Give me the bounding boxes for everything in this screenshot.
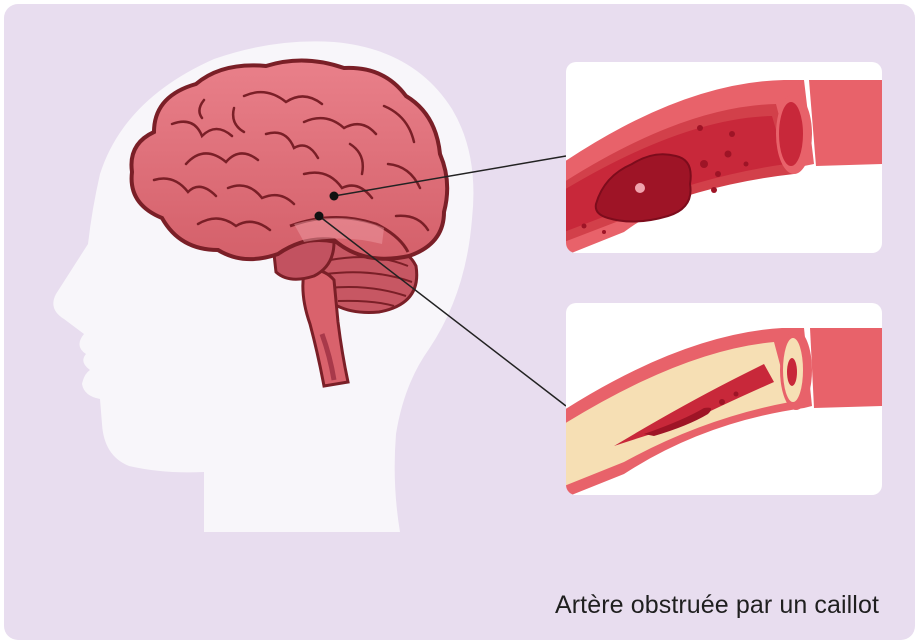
clot-artery bbox=[564, 62, 882, 256]
diagram-card: Artère obstruée par un caillot bbox=[4, 4, 915, 640]
plaque-artery bbox=[564, 303, 882, 498]
illustration bbox=[4, 4, 915, 640]
brain-point-bottom bbox=[315, 212, 324, 221]
brain-point-top bbox=[330, 192, 339, 201]
caption: Artère obstruée par un caillot bbox=[555, 591, 879, 620]
